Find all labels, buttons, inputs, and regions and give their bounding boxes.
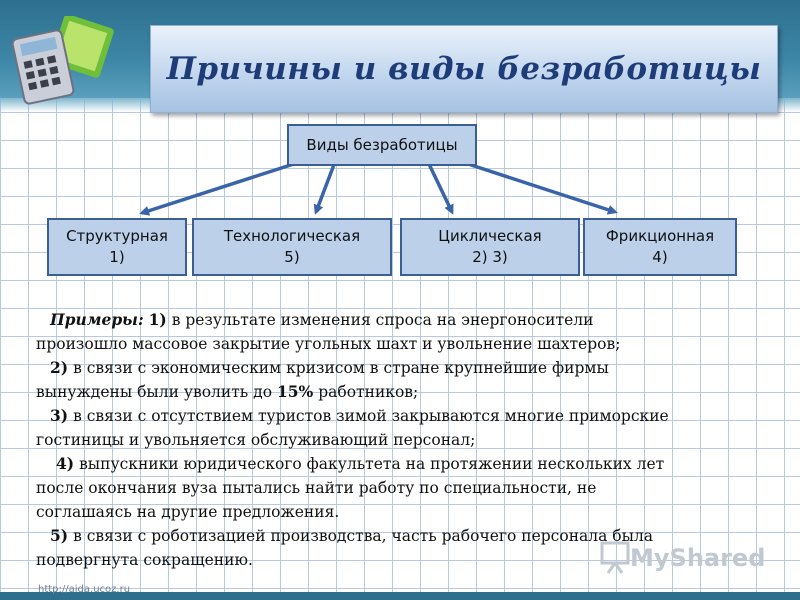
example-line: после окончания вуза пытались найти рабо… (36, 479, 597, 497)
node-technological: Технологическая 5) (192, 218, 392, 276)
example-line: 2) в связи с экономическим кризисом в ст… (50, 358, 609, 377)
node-frictional: Фрикционная 4) (583, 218, 737, 276)
example-line: гостиницы и увольняется обслуживающий пе… (36, 431, 476, 449)
arrow-to-frictional (461, 160, 618, 215)
example-line: соглашаясь на другие предложения. (36, 503, 340, 521)
title-box: Причины и виды безработицы (150, 25, 778, 113)
node-structural: Структурная 1) (47, 218, 187, 276)
example-line: 5) в связи с роботизацией производства, … (50, 526, 654, 545)
node-frictional-label: Фрикционная (605, 227, 715, 245)
calculator-icon (11, 16, 114, 105)
node-technological-refs: 5) (284, 248, 300, 266)
node-structural-refs: 1) (109, 248, 125, 266)
root-node-unemployment-types: Виды безработицы (287, 124, 477, 166)
arrow-to-technological (313, 161, 337, 215)
node-cyclical: Циклическая 2) 3) (400, 218, 580, 276)
watermark-url: http://aida.ucoz.ru (38, 584, 131, 595)
node-frictional-refs: 4) (652, 248, 668, 266)
example-line: произошло массовое закрытие угольных шах… (36, 335, 621, 353)
example-line: подвергнута сокращению. (36, 551, 253, 569)
watermark-brand-text: MyShared (630, 544, 766, 572)
examples-text: Примеры: 1) в результате изменения спрос… (36, 308, 766, 572)
page-title: Причины и виды безработицы (166, 51, 762, 87)
watermark-brand: MyShared (600, 538, 770, 578)
node-cyclical-refs: 2) 3) (472, 248, 508, 266)
node-structural-label: Структурная (66, 227, 168, 245)
example-line: вынуждены были уволить до 15% работников… (36, 382, 419, 401)
footer-band (0, 592, 800, 600)
examples-lead: Примеры: (50, 310, 144, 329)
node-technological-label: Технологическая (223, 227, 361, 245)
arrow-to-cyclical (426, 161, 454, 215)
example-line: Примеры: 1) в результате изменения спрос… (50, 310, 594, 329)
example-line: 3) в связи с отсутствием туристов зимой … (50, 406, 669, 425)
arrow-to-structural (139, 160, 301, 216)
example-line: 4) выпускники юридического факультета на… (56, 454, 665, 473)
node-cyclical-label: Циклическая (438, 227, 542, 245)
presentation-icon (600, 541, 630, 574)
